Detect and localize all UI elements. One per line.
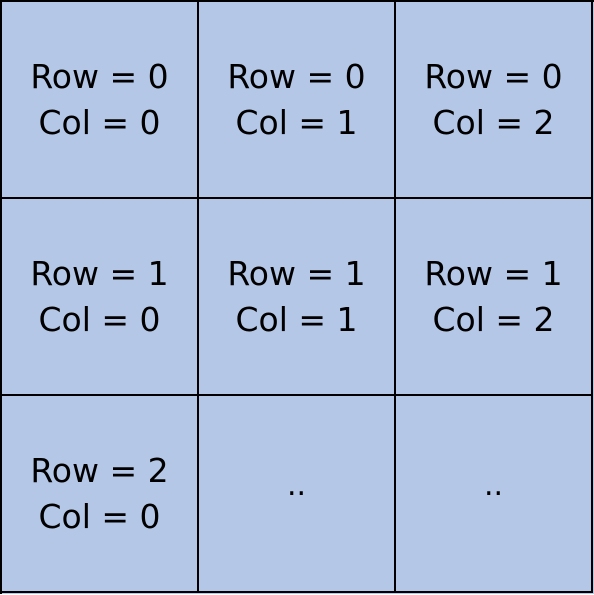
ellipsis-label: ..	[483, 467, 504, 503]
row-label: Row = 1	[424, 253, 563, 293]
row-label: Row = 0	[227, 56, 366, 96]
col-label: Col = 0	[38, 299, 161, 339]
grid-cell-r1-c0: Row = 1 Col = 0	[2, 199, 199, 396]
col-label: Col = 2	[432, 102, 555, 142]
grid-cell-r0-c0: Row = 0 Col = 0	[2, 2, 199, 199]
col-label: Col = 2	[432, 299, 555, 339]
grid-cell-r0-c2: Row = 0 Col = 2	[396, 2, 593, 199]
grid-cell-r0-c1: Row = 0 Col = 1	[199, 2, 396, 199]
col-label: Col = 0	[38, 496, 161, 536]
grid-cell-r1-c1: Row = 1 Col = 1	[199, 199, 396, 396]
col-label: Col = 1	[235, 299, 358, 339]
col-label: Col = 0	[38, 102, 161, 142]
grid-cell-r2-c2: ..	[396, 396, 593, 593]
grid-cell-r2-c0: Row = 2 Col = 0	[2, 396, 199, 593]
grid-cell-r2-c1: ..	[199, 396, 396, 593]
ellipsis-label: ..	[286, 467, 307, 503]
row-label: Row = 0	[424, 56, 563, 96]
row-label: Row = 1	[30, 253, 169, 293]
row-label: Row = 0	[30, 56, 169, 96]
row-label: Row = 2	[30, 450, 169, 490]
grid-cell-r1-c2: Row = 1 Col = 2	[396, 199, 593, 396]
col-label: Col = 1	[235, 102, 358, 142]
row-label: Row = 1	[227, 253, 366, 293]
